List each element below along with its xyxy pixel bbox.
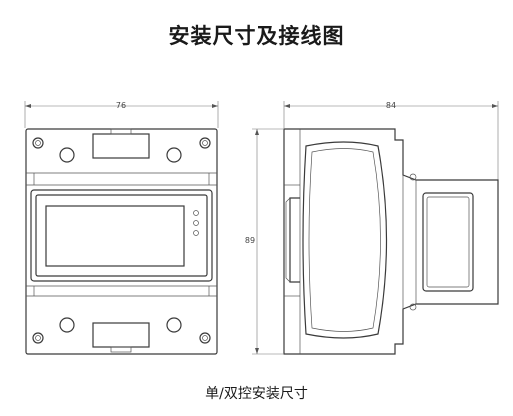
side-depth-label: 84	[386, 101, 396, 110]
diagram-caption: 单/双控安装尺寸	[205, 386, 308, 402]
front-view: 76	[24, 101, 219, 355]
front-width-label: 76	[116, 101, 126, 110]
side-height-label: 89	[245, 236, 255, 245]
side-view: 84 89	[245, 101, 499, 355]
display-screen	[45, 205, 185, 267]
page-title: 安装尺寸及接线图	[168, 24, 345, 48]
